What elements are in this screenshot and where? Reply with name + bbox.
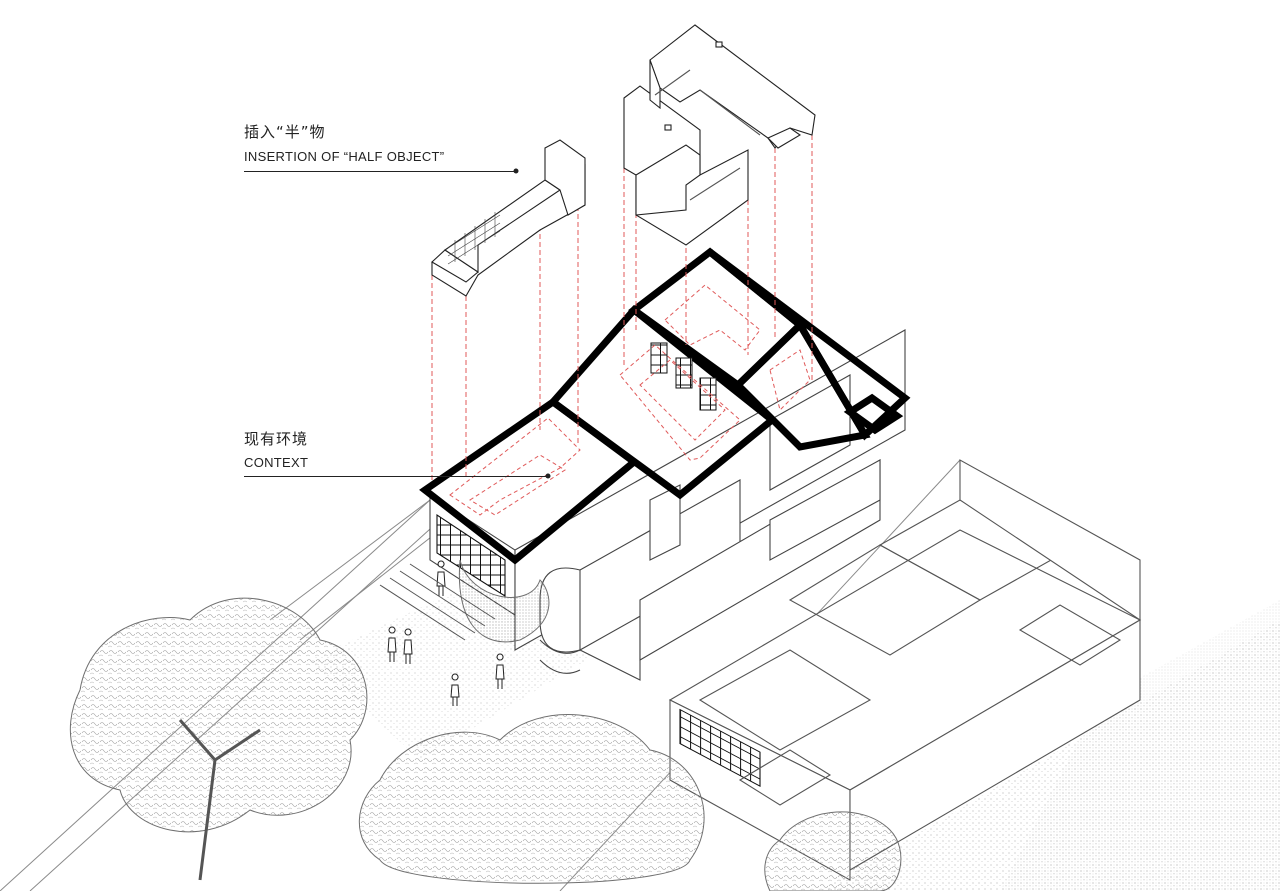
people [387, 560, 505, 706]
context-label-en: CONTEXT [244, 455, 309, 470]
insertion-object-right [623, 24, 816, 246]
entrance-steps [379, 563, 496, 641]
insertion-leader-line [244, 171, 516, 172]
context-building [429, 329, 906, 681]
inserted-footprints [449, 284, 811, 516]
leader-dots [513, 168, 551, 479]
insertion-object-left [431, 139, 586, 297]
insertion-label-cn: 插入“半”物 [244, 123, 326, 141]
context-leader-line [244, 476, 548, 477]
trees [69, 559, 902, 891]
context-outline [419, 247, 911, 565]
projection-lines [431, 120, 813, 480]
insertion-label-en: INSERTION OF “HALF OBJECT” [244, 149, 445, 164]
context-label-cn: 现有环境 [244, 430, 309, 448]
